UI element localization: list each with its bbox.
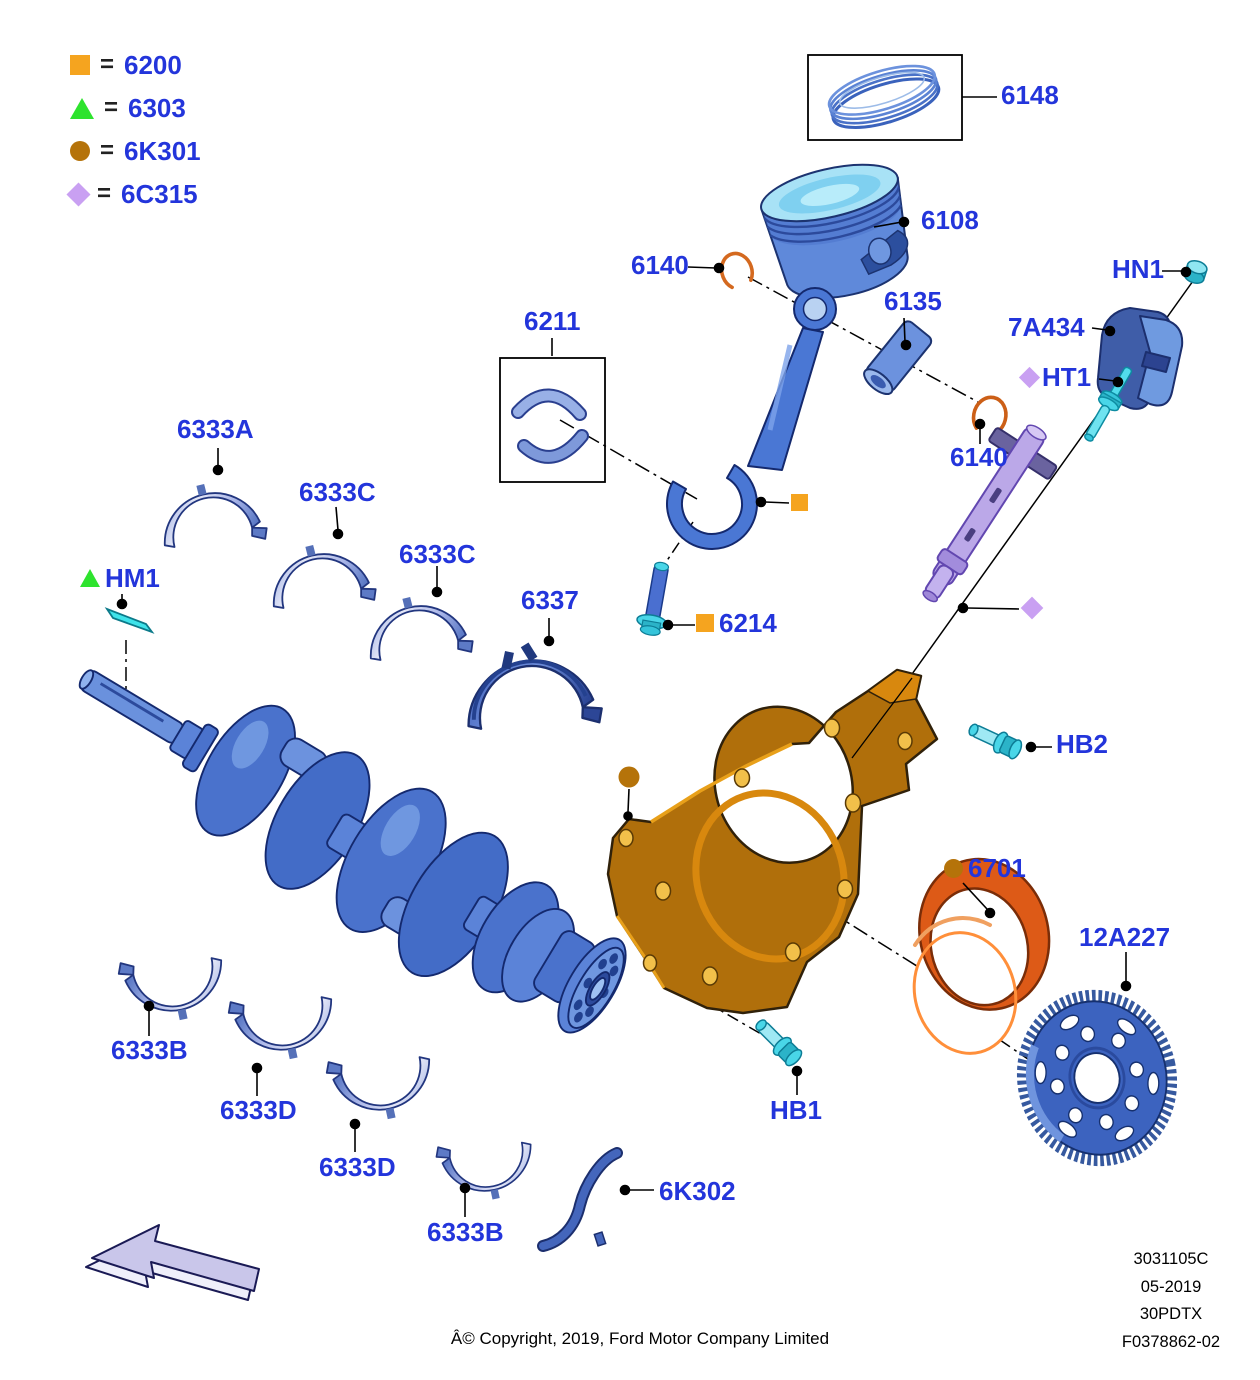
callout-6701-text: 6701 — [968, 853, 1026, 883]
green-triangle-icon — [70, 97, 94, 119]
main-bearing-6333d-2 — [323, 1040, 441, 1131]
callout-6333d-2[interactable]: 6333D — [319, 1152, 396, 1182]
callout-6214[interactable]: 6214 — [696, 610, 777, 636]
callout-ht1[interactable]: HT1 — [1018, 362, 1092, 392]
equals-sign: = — [104, 94, 119, 121]
callout-6701[interactable]: 6701 — [944, 855, 1026, 881]
green-triangle-icon — [80, 569, 100, 587]
rear-crank-seal — [912, 857, 1051, 1055]
callout-6333c-2[interactable]: 6333C — [399, 539, 476, 569]
crank-key-hm1 — [104, 607, 155, 634]
callout-6108[interactable]: 6108 — [921, 205, 979, 235]
legend-code: 6200 — [124, 49, 182, 80]
orange-square-marker-rod — [791, 494, 808, 511]
piston-ring-set — [827, 64, 941, 129]
rod-bearing-box — [499, 357, 606, 483]
crankshaft — [78, 669, 627, 1034]
purple-diamond-icon — [1018, 366, 1041, 388]
snap-ring-upper — [719, 251, 754, 290]
stud-ht1 — [1084, 366, 1133, 442]
callout-6337[interactable]: 6337 — [521, 585, 579, 615]
bolt-hb2 — [964, 717, 1026, 763]
legend-item-6200: = 6200 — [70, 49, 201, 80]
thrust-washer-6k302 — [537, 1147, 623, 1252]
callout-hb2[interactable]: HB2 — [1056, 729, 1109, 759]
nut-hn1 — [1183, 259, 1208, 284]
oil-pump-shaft — [922, 424, 1058, 603]
brown-circle-icon — [944, 858, 963, 878]
equals-sign: = — [100, 137, 115, 164]
callout-6140-upper[interactable]: 6140 — [631, 250, 689, 280]
rod-bolt-6214 — [636, 561, 670, 636]
equals-sign: = — [100, 51, 115, 78]
legend: = 6200 = 6303 = 6K301 = 6C315 — [66, 49, 201, 209]
symbol-markers — [618, 494, 1044, 788]
ring-set-box — [807, 54, 963, 141]
callout-6333c-1[interactable]: 6333C — [299, 477, 376, 507]
callout-hm1[interactable]: HM1 — [80, 565, 160, 591]
piston — [760, 163, 909, 299]
callout-hn1[interactable]: HN1 — [1112, 254, 1165, 284]
main-bearing-6333c-2 — [357, 583, 477, 677]
legend-item-6k301: = 6K301 — [70, 135, 201, 166]
purple-diamond-icon — [66, 181, 91, 207]
equals-sign: = — [97, 180, 112, 207]
main-bearing-6333b-2 — [433, 1127, 542, 1210]
bolt-hb1 — [749, 1013, 806, 1070]
callout-hm1-text: HM1 — [105, 563, 160, 593]
piston-pin — [863, 320, 933, 396]
callout-6135[interactable]: 6135 — [884, 286, 942, 316]
main-bearing-6333b-1 — [115, 941, 233, 1032]
brown-circle-icon — [70, 141, 90, 161]
callout-6333b-1[interactable]: 6333B — [111, 1035, 188, 1065]
callout-ht1-text: HT1 — [1042, 362, 1092, 392]
doc-figure-id: F0378862-02 — [1121, 1332, 1221, 1351]
legend-item-6303: = 6303 — [70, 92, 201, 123]
main-bearing-6333d-1 — [225, 980, 343, 1071]
legend-code: 6K301 — [124, 135, 201, 166]
orange-square-icon — [70, 55, 90, 75]
legend-code: 6C315 — [121, 178, 198, 209]
rod-bearing-shells — [511, 388, 589, 464]
main-bearing-6333c-1 — [260, 531, 380, 625]
thrust-bearing-6337 — [467, 642, 603, 730]
callout-6211[interactable]: 6211 — [524, 306, 581, 336]
copyright-notice: Â© Copyright, 2019, Ford Motor Company L… — [450, 1329, 830, 1348]
callout-6333b-2[interactable]: 6333B — [427, 1217, 504, 1247]
flexplate — [1016, 989, 1178, 1167]
doc-number: 3031105C — [1133, 1250, 1209, 1268]
legend-item-6c315: = 6C315 — [66, 178, 201, 209]
connecting-rod — [666, 287, 837, 550]
brown-circle-marker-plate — [618, 766, 640, 788]
legend-code: 6303 — [128, 92, 186, 123]
callout-6140-lower[interactable]: 6140 — [950, 442, 1008, 472]
callout-hb1[interactable]: HB1 — [770, 1095, 823, 1125]
direction-arrow — [85, 1224, 260, 1301]
document-info-block: 3031105C 05-2019 30PDTX F0378862-02 — [1098, 1246, 1244, 1356]
callout-6214-text: 6214 — [719, 608, 777, 638]
doc-code: 30PDTX — [1139, 1305, 1203, 1323]
main-bearing-6333a — [151, 470, 271, 564]
leader-lines — [116, 96, 1192, 1217]
callout-12a227[interactable]: 12A227 — [1079, 922, 1171, 952]
purple-diamond-marker-shaft — [1020, 596, 1044, 620]
callout-6148[interactable]: 6148 — [1001, 80, 1059, 110]
orange-square-icon — [696, 614, 714, 632]
callout-6333d-1[interactable]: 6333D — [220, 1095, 297, 1125]
callout-6333a[interactable]: 6333A — [177, 414, 254, 444]
callout-7a434[interactable]: 7A434 — [1008, 312, 1085, 342]
rear-seal-plate — [606, 668, 939, 1015]
snap-ring-lower — [971, 395, 1008, 435]
doc-date: 05-2019 — [1140, 1277, 1202, 1296]
callout-6k302[interactable]: 6K302 — [659, 1176, 736, 1206]
